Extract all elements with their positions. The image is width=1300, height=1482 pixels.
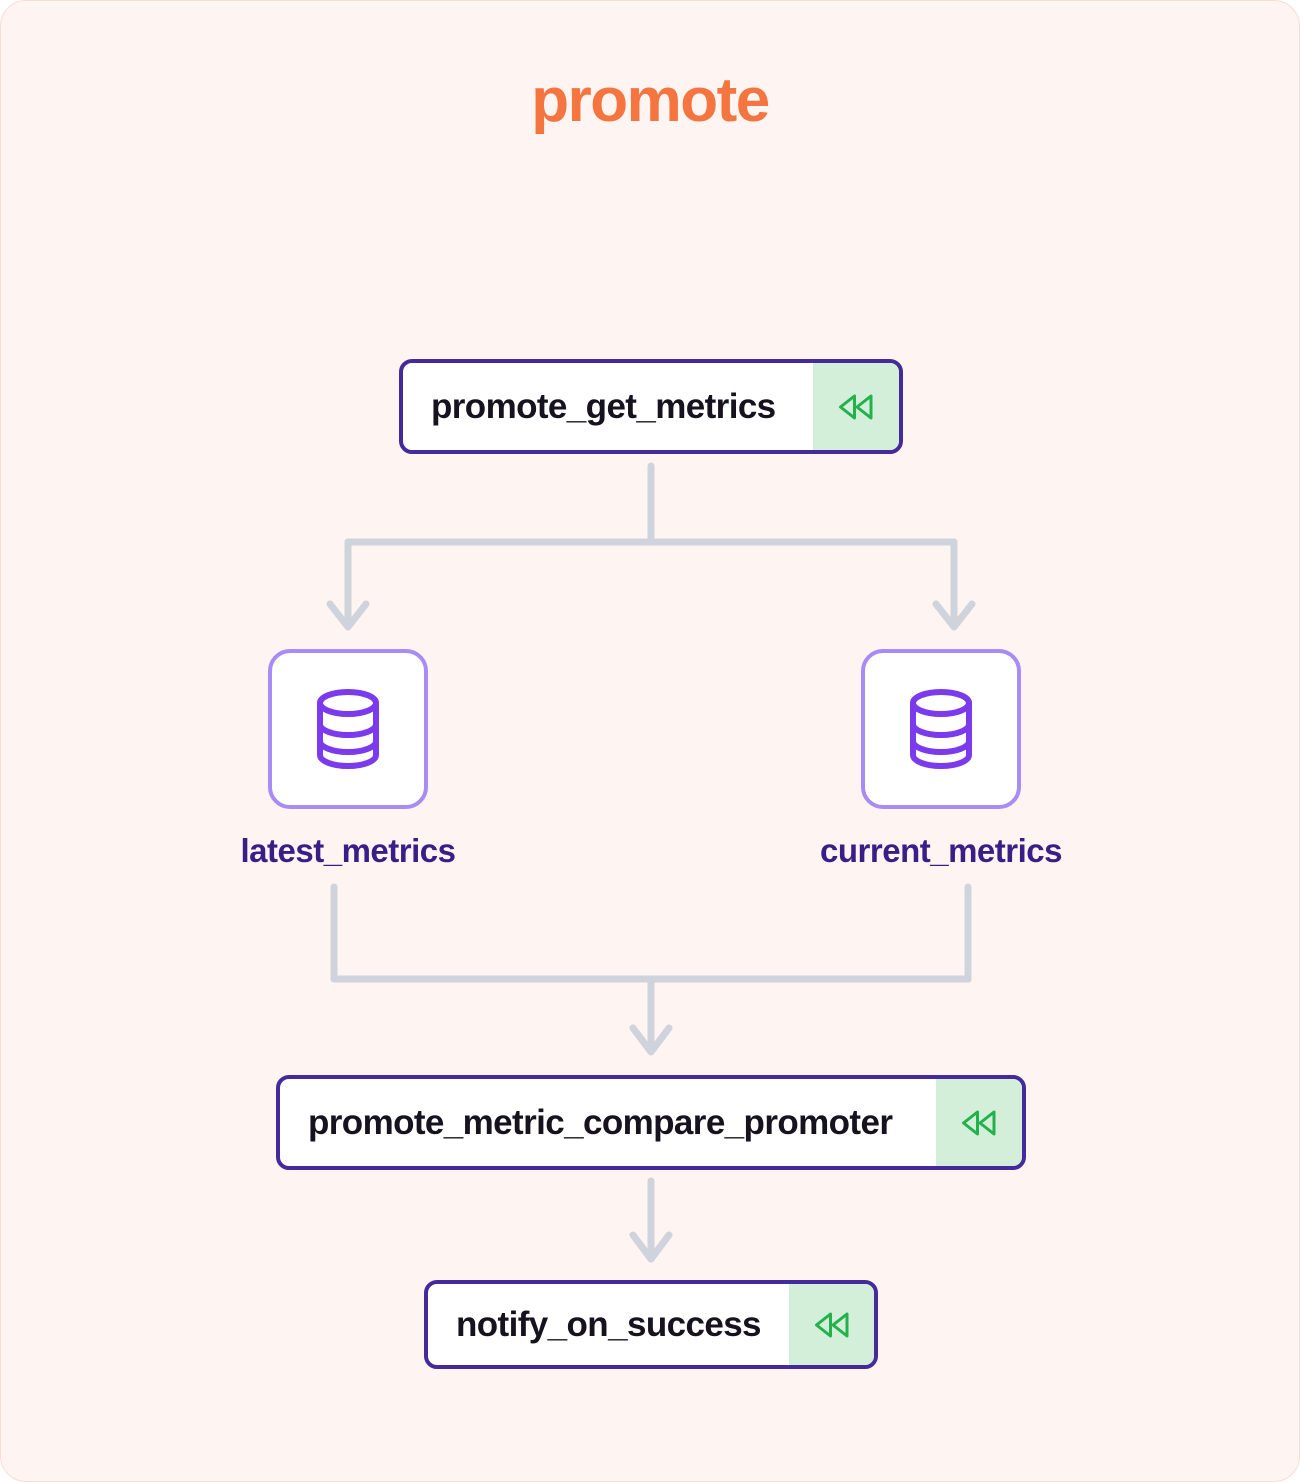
arrowhead-to-latest-metrics: [326, 600, 370, 631]
rewind-icon: [839, 394, 873, 419]
page-title: promote: [531, 66, 770, 135]
rewind-icon: [962, 1110, 996, 1135]
dataset-node-current-metrics[interactable]: [861, 649, 1021, 809]
task-node-label: promote_metric_compare_promoter: [308, 1102, 893, 1142]
rewind-icon: [814, 1312, 849, 1337]
task-badge-rewind[interactable]: [936, 1079, 1022, 1166]
database-icon: [317, 689, 379, 769]
task-node-label: promote_get_metrics: [431, 386, 776, 426]
task-badge-rewind[interactable]: [813, 363, 899, 450]
task-node-promote-get-metrics[interactable]: promote_get_metrics: [399, 359, 903, 454]
arrowhead-to-current-metrics: [932, 600, 976, 631]
arrowhead-to-notify: [629, 1231, 673, 1263]
arrowhead-to-compare: [629, 1024, 673, 1056]
task-badge-rewind[interactable]: [788, 1284, 874, 1365]
dataset-label-current-metrics: current_metrics: [820, 832, 1062, 869]
task-node-label: notify_on_success: [456, 1304, 762, 1344]
task-node-notify-on-success[interactable]: notify_on_success: [424, 1280, 878, 1369]
database-icon: [910, 689, 972, 769]
dataset-node-latest-metrics[interactable]: [268, 649, 428, 809]
task-node-promote-metric-compare-promoter[interactable]: promote_metric_compare_promoter: [276, 1075, 1026, 1170]
dataset-label-latest-metrics: latest_metrics: [240, 832, 456, 869]
